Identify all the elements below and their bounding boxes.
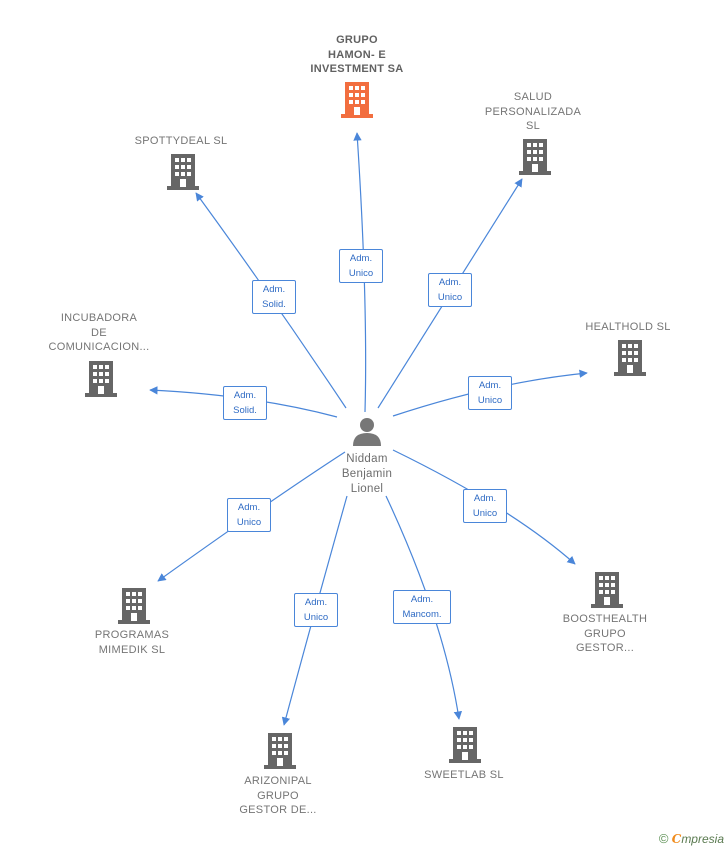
relation-badge-6[interactable]: Adm. Unico	[463, 489, 507, 523]
relation-badge-5[interactable]: Adm. Unico	[227, 498, 271, 532]
building-icon[interactable]	[85, 361, 117, 397]
building-icon[interactable]	[264, 733, 296, 769]
company-name-2[interactable]: SPOTTYDEAL SL	[134, 135, 228, 147]
copyright-icon: ©	[658, 831, 669, 846]
building-icon[interactable]	[591, 572, 623, 608]
edge-0	[353, 132, 367, 413]
company-name-0[interactable]: GRUPO HAMON- E INVESTMENT SA	[310, 34, 404, 75]
relation-badge-3[interactable]: Adm. Solid.	[223, 386, 267, 420]
building-icon[interactable]	[167, 154, 199, 190]
building-icon[interactable]	[449, 727, 481, 763]
company-name-4[interactable]: HEALTHOLD SL	[585, 321, 671, 333]
company-name-7[interactable]: ARIZONIPAL GRUPO GESTOR DE...	[239, 775, 317, 816]
company-name-8[interactable]: SWEETLAB SL	[424, 769, 504, 781]
relation-badge-2[interactable]: Adm. Solid.	[252, 280, 296, 314]
company-name-5[interactable]: PROGRAMAS MIMEDIK SL	[94, 629, 170, 656]
person-icon[interactable]	[353, 418, 381, 446]
relation-badge-8[interactable]: Adm. Mancom.	[393, 590, 451, 624]
relation-badge-1[interactable]: Adm. Unico	[428, 273, 472, 307]
building-icon[interactable]	[118, 588, 150, 624]
relation-badge-4[interactable]: Adm. Unico	[468, 376, 512, 410]
footer-credit[interactable]: © Cmpresia	[659, 831, 724, 846]
building-icon[interactable]	[341, 82, 373, 118]
brand-logo-initial: C	[671, 832, 682, 846]
person-name[interactable]: Niddam Benjamin Lionel	[341, 453, 393, 495]
building-icon[interactable]	[519, 139, 551, 175]
relation-badge-0[interactable]: Adm. Unico	[339, 249, 383, 283]
company-name-3[interactable]: INCUBADORA DE COMUNICACION...	[48, 312, 150, 353]
building-icon[interactable]	[614, 340, 646, 376]
company-name-1[interactable]: SALUD PERSONALIZADA SL	[484, 91, 582, 132]
company-name-6[interactable]: BOOSTHEALTH GRUPO GESTOR...	[562, 613, 648, 654]
relation-badge-7[interactable]: Adm. Unico	[294, 593, 338, 627]
brand-logo-text: mpresia	[681, 832, 724, 846]
